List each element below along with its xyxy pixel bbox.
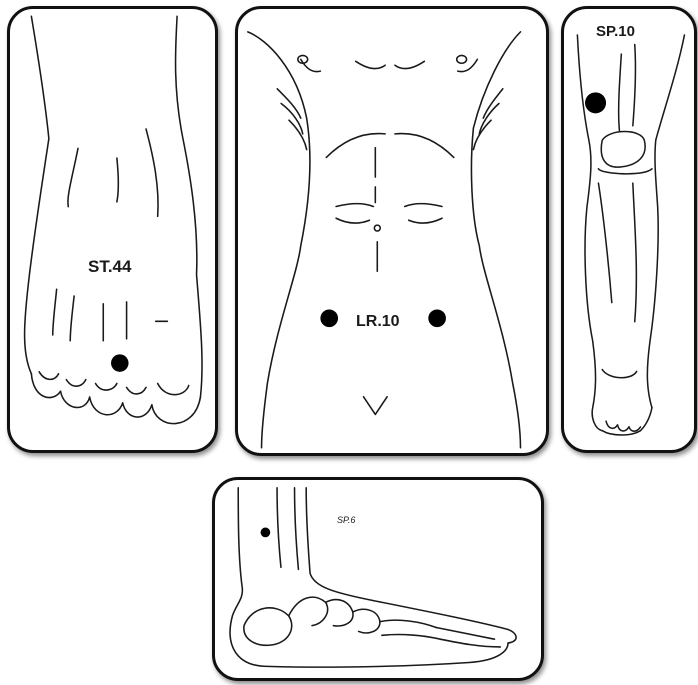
sp6-point-marker	[261, 528, 271, 538]
st44-point-marker	[111, 354, 128, 371]
lr10-label: LR.10	[356, 313, 400, 331]
leg-panel: SP.10	[561, 6, 697, 453]
ankle-panel: SP.6	[212, 477, 544, 681]
sp10-point-marker	[585, 92, 606, 113]
lr10-right-point-marker	[428, 309, 446, 327]
sp10-label: SP.10	[596, 23, 635, 40]
st44-label: ST.44	[88, 257, 131, 277]
torso-illustration	[238, 9, 546, 453]
sp6-label: SP.6	[337, 515, 355, 525]
foot-dorsum-panel: ST.44	[7, 6, 218, 453]
ankle-illustration	[215, 480, 541, 678]
leg-illustration	[564, 9, 694, 450]
foot-dorsum-illustration	[10, 9, 215, 450]
torso-panel: LR.10	[235, 6, 549, 456]
lr10-left-point-marker	[320, 309, 338, 327]
